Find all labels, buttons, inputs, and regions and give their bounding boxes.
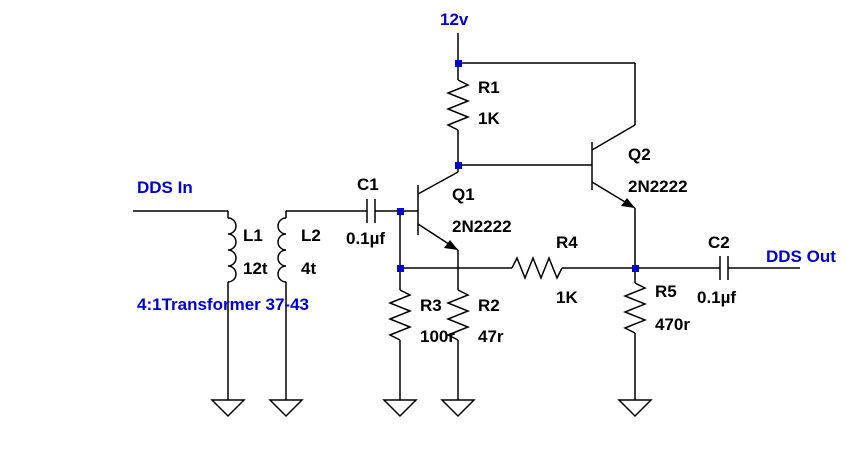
r3-ref: R3 [420, 296, 442, 315]
resistor-r4: R4 1K [400, 233, 635, 307]
output-net-label: DDS Out [766, 247, 836, 266]
transistor-q2: Q2 2N2222 [591, 124, 688, 268]
resistor-r1: R1 1K [445, 63, 500, 165]
l1-ref: L1 [243, 226, 263, 245]
supply-net-label: 12v [440, 10, 469, 29]
r4-ref: R4 [556, 233, 578, 252]
inductor-l2: L2 4t [277, 211, 321, 400]
r1-ref: R1 [478, 78, 500, 97]
c2-value: 0.1µf [697, 288, 736, 307]
l1-value: 12t [243, 259, 268, 278]
junction-dot-r3-r4 [397, 265, 404, 272]
transistor-q1: Q1 2N2222 [400, 171, 512, 251]
c1-ref: C1 [357, 175, 379, 194]
capacitor-c2: C2 0.1µf [635, 233, 800, 307]
c2-ref: C2 [708, 233, 730, 252]
q1-value: 2N2222 [452, 217, 512, 236]
r3-value: 100r [420, 327, 455, 346]
ground-symbol-r3 [382, 399, 418, 418]
transformer-note: 4:1Transformer 37-43 [137, 295, 309, 314]
junction-dot-q1-collector [455, 162, 462, 169]
ground-symbol-r2 [440, 399, 476, 418]
resistor-r5: R5 470r [622, 268, 690, 400]
r2-ref: R2 [478, 296, 500, 315]
l2-value: 4t [301, 259, 316, 278]
q1-collector-net [457, 164, 592, 172]
r5-value: 470r [655, 315, 690, 334]
q2-ref: Q2 [628, 145, 651, 164]
junction-dot-output [632, 265, 639, 272]
resistor-r2: R2 47r [445, 250, 504, 400]
inductor-l1: L1 12t [227, 211, 268, 400]
r2-value: 47r [478, 327, 504, 346]
r5-ref: R5 [655, 282, 677, 301]
input-net-label: DDS In [137, 178, 193, 197]
ground-symbol-r5 [617, 399, 653, 418]
r1-value: 1K [478, 109, 500, 128]
capacitor-c1: C1 0.1µf [286, 175, 400, 248]
junction-dot-q1-base [397, 208, 404, 215]
supply-net: 12v [440, 10, 636, 125]
ground-symbol-l1 [210, 399, 246, 418]
r4-value: 1K [556, 288, 578, 307]
resistor-r3: R3 100r [387, 211, 455, 400]
c1-value: 0.1µf [346, 229, 385, 248]
q2-value: 2N2222 [628, 177, 688, 196]
q1-ref: Q1 [452, 185, 475, 204]
ground-symbol-l2 [268, 399, 304, 418]
input-net: DDS In [133, 178, 228, 212]
junction-dot-supply [455, 60, 462, 67]
l2-ref: L2 [301, 226, 321, 245]
